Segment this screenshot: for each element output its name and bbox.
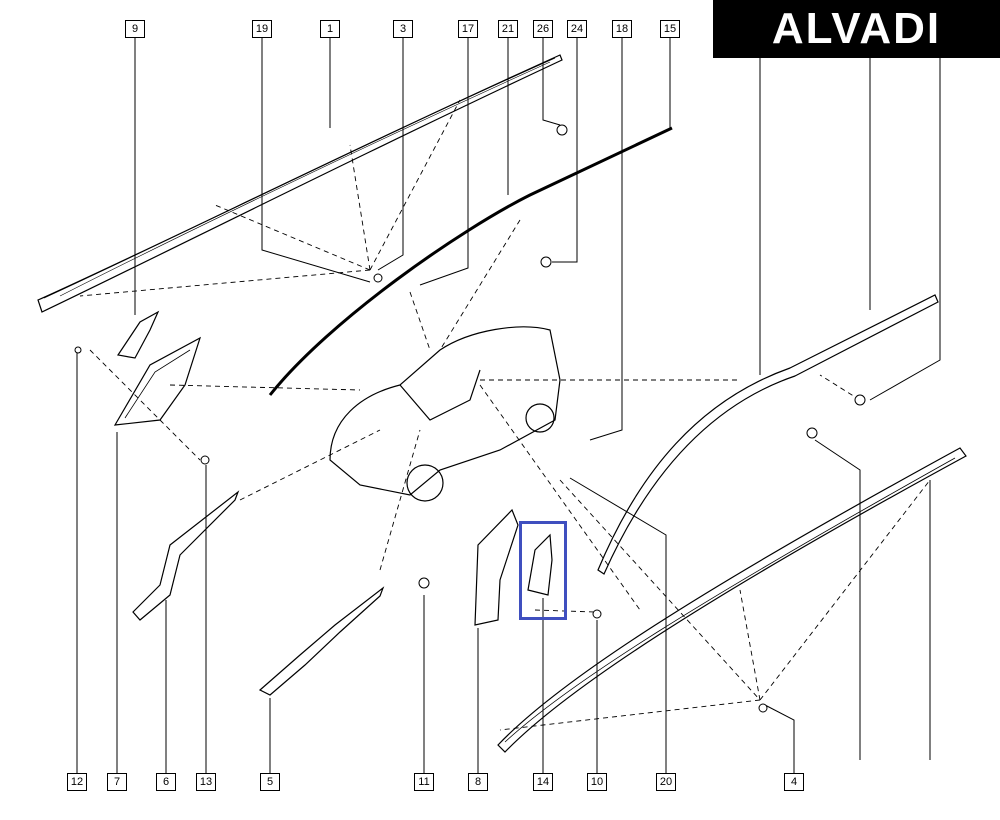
fastener-3 <box>373 273 383 283</box>
callout-7[interactable]: 7 <box>107 773 127 791</box>
fastener-11 <box>418 577 430 589</box>
callout-19[interactable]: 19 <box>252 20 272 38</box>
fastener-10 <box>592 609 602 619</box>
part-9-bracket <box>116 310 160 359</box>
fastener-13 <box>200 455 210 465</box>
alvadi-logo: ALVADI <box>713 0 1000 58</box>
callout-15[interactable]: 15 <box>660 20 680 38</box>
part-7-mirror-cover <box>113 336 202 426</box>
fastener-12 <box>74 346 82 354</box>
part-20-side-molding <box>597 294 939 575</box>
part-8-quarter-frame <box>474 508 519 626</box>
callout-4[interactable]: 4 <box>784 773 804 791</box>
callout-18[interactable]: 18 <box>612 20 632 38</box>
part-5-trim <box>258 586 385 696</box>
highlight-box-part-14 <box>519 521 567 620</box>
callout-10[interactable]: 10 <box>587 773 607 791</box>
fastener-26 <box>556 124 568 136</box>
callout-24[interactable]: 24 <box>567 20 587 38</box>
callout-17[interactable]: 17 <box>458 20 478 38</box>
callout-9[interactable]: 9 <box>125 20 145 38</box>
fastener-right <box>854 394 866 406</box>
part-4-sill-molding <box>497 447 967 753</box>
callout-26[interactable]: 26 <box>533 20 553 38</box>
callout-12[interactable]: 12 <box>67 773 87 791</box>
callout-14[interactable]: 14 <box>533 773 553 791</box>
part-14-cover <box>527 533 553 596</box>
fastener-4 <box>758 703 768 713</box>
callout-6[interactable]: 6 <box>156 773 176 791</box>
callout-13[interactable]: 13 <box>196 773 216 791</box>
callout-11[interactable]: 11 <box>414 773 434 791</box>
part-15-strip <box>268 126 673 396</box>
callout-8[interactable]: 8 <box>468 773 488 791</box>
callout-20[interactable]: 20 <box>656 773 676 791</box>
part-6-trim <box>132 490 240 621</box>
fastener-24 <box>540 256 552 268</box>
callout-1[interactable]: 1 <box>320 20 340 38</box>
callout-5[interactable]: 5 <box>260 773 280 791</box>
car-illustration <box>329 326 561 502</box>
callout-3[interactable]: 3 <box>393 20 413 38</box>
fastener-right-2 <box>806 427 818 439</box>
callout-21[interactable]: 21 <box>498 20 518 38</box>
part-1-roof-molding <box>37 54 563 313</box>
